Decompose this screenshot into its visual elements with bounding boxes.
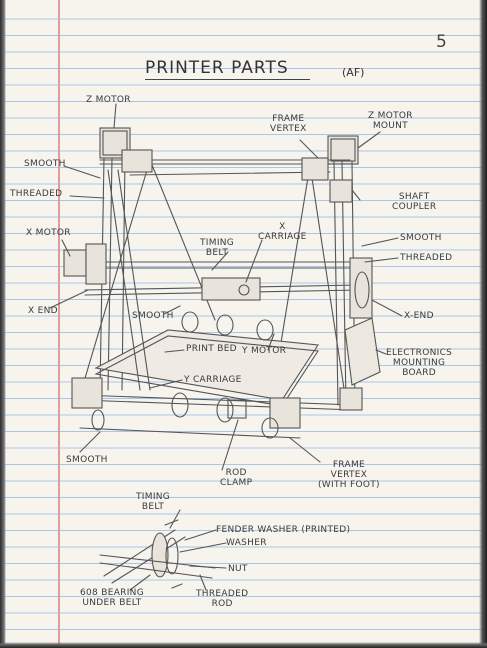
label-x-motor: X Motor (26, 228, 71, 238)
label-print-bed: Print Bed (186, 344, 237, 354)
page-title: Printer Parts (145, 58, 289, 78)
page-subtitle: (AF) (342, 66, 365, 79)
label-washer: Washer (226, 538, 267, 548)
label-threaded-right: Threaded (400, 253, 453, 263)
label-y-carriage: Y Carriage (184, 375, 242, 385)
label-timing-belt-bottom: Timing Belt (136, 492, 171, 512)
label-frame-vertex-with-foot: Frame Vertex (with Foot) (318, 460, 380, 490)
label-fender-washer: Fender Washer (Printed) (216, 525, 351, 535)
label-threaded-left: Threaded (10, 189, 63, 199)
label-nut: Nut (228, 564, 248, 574)
label-x-carriage: X Carriage (258, 222, 307, 242)
page-edge-right (479, 0, 487, 648)
label-smooth-middle: Smooth (132, 311, 174, 321)
page-number: 5 (436, 32, 447, 52)
label-threaded-rod: Threaded Rod (196, 589, 249, 609)
x-carriage (201, 277, 261, 301)
margin-line (58, 0, 60, 648)
page-edge-bottom (0, 642, 487, 648)
label-smooth-top-left: Smooth (24, 159, 66, 169)
label-rod-clamp: Rod Clamp (220, 468, 253, 488)
page-edge-left (0, 0, 6, 648)
label-frame-vertex: Frame Vertex (270, 114, 307, 134)
print-bed (94, 329, 319, 401)
label-smooth-bottom: Smooth (66, 455, 108, 465)
label-z-motor-mount: Z Motor Mount (368, 111, 413, 131)
label-timing-belt-top: Timing Belt (200, 238, 235, 258)
label-shaft-coupler: Shaft Coupler (392, 192, 437, 212)
bearing-608 (151, 532, 169, 578)
title-underline (145, 79, 310, 80)
label-x-end-left: X End (28, 306, 58, 316)
label-608-bearing: 608 Bearing Under Belt (80, 588, 144, 608)
label-x-end-right: X-End (404, 311, 434, 321)
label-y-motor: Y Motor (242, 346, 287, 356)
label-electronics-mounting-board: Electronics Mounting Board (386, 348, 453, 378)
label-z-motor: Z Motor (86, 95, 131, 105)
label-smooth-right: Smooth (400, 233, 442, 243)
x-motor (63, 249, 87, 277)
